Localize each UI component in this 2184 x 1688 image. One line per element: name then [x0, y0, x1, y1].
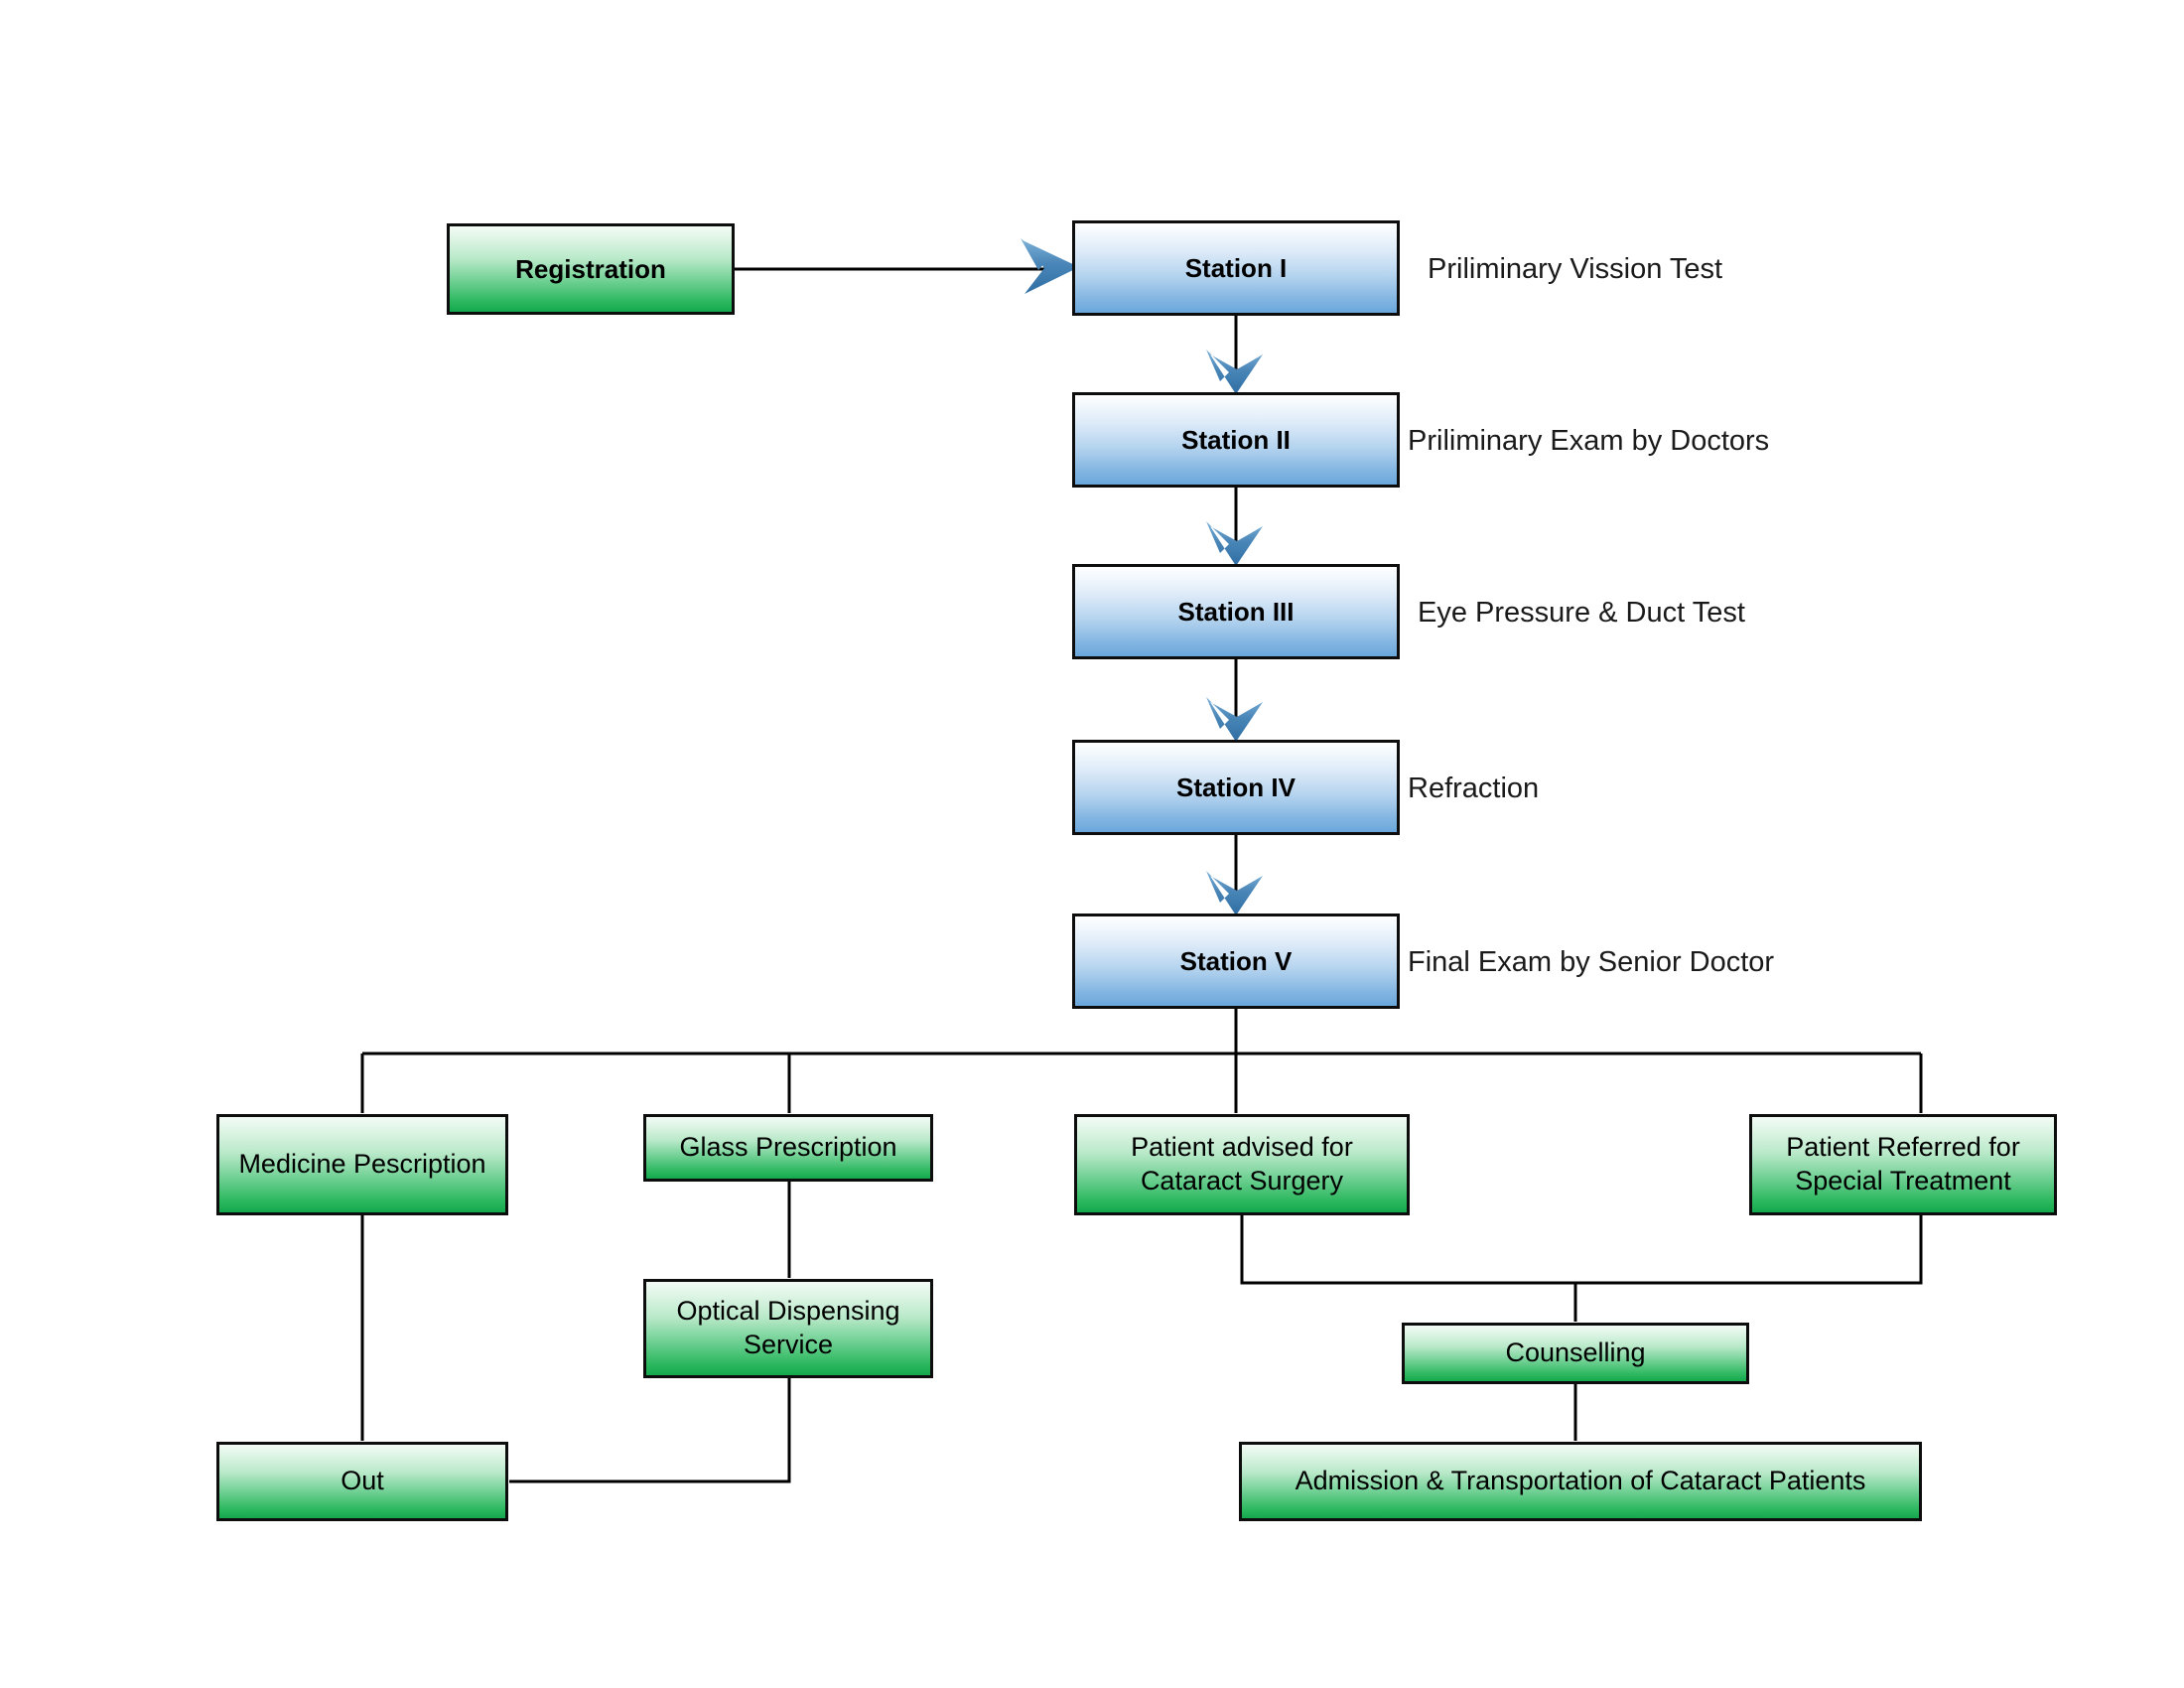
- node-cataract-surgery-advice[interactable]: Patient advised for Cataract Surgery: [1074, 1114, 1410, 1215]
- node-label: Patient advised for Cataract Surgery: [1131, 1132, 1353, 1196]
- node-label: Station V: [1179, 945, 1293, 976]
- node-label: Registration: [515, 253, 666, 284]
- side-label-station-4: Refraction: [1408, 773, 1540, 804]
- node-label: Glass Prescription: [679, 1132, 897, 1163]
- wire-merge-counselling: [1240, 1215, 1923, 1285]
- node-special-treatment-referral[interactable]: Patient Referred for Special Treatment: [1749, 1114, 2057, 1215]
- side-label-station-2: Priliminary Exam by Doctors: [1408, 425, 1770, 457]
- node-label: Medicine Pescription: [238, 1149, 486, 1180]
- node-admission-transportation[interactable]: Admission & Transportation of Cataract P…: [1239, 1442, 1922, 1521]
- arrowhead-registration-station1: [1021, 238, 1079, 294]
- node-station-1[interactable]: Station I: [1072, 220, 1400, 316]
- arrowhead-station4-station5: [1206, 871, 1263, 915]
- node-label: Station II: [1181, 424, 1291, 455]
- wire-optical-out: [509, 1378, 791, 1483]
- node-label: Patient Referred for Special Treatment: [1786, 1132, 2020, 1196]
- side-label-station-3: Eye Pressure & Duct Test: [1418, 597, 1745, 629]
- node-label: Admission & Transportation of Cataract P…: [1295, 1466, 1866, 1496]
- node-label: Station I: [1184, 252, 1288, 283]
- node-station-3[interactable]: Station III: [1072, 564, 1400, 659]
- arrowhead-station3-station4: [1206, 697, 1263, 742]
- node-out[interactable]: Out: [216, 1442, 508, 1521]
- node-glass-prescription[interactable]: Glass Prescription: [643, 1114, 933, 1182]
- node-label: Optical Dispensing Service: [676, 1296, 900, 1359]
- arrowhead-station1-station2: [1206, 350, 1263, 394]
- node-station-2[interactable]: Station II: [1072, 392, 1400, 488]
- node-station-5[interactable]: Station V: [1072, 914, 1400, 1009]
- node-label: Station III: [1177, 596, 1295, 627]
- node-station-4[interactable]: Station IV: [1072, 740, 1400, 835]
- node-registration[interactable]: Registration: [447, 223, 735, 315]
- side-label-station-1: Priliminary Vission Test: [1428, 253, 1723, 285]
- node-medicine-prescription[interactable]: Medicine Pescription: [216, 1114, 508, 1215]
- node-label: Counselling: [1505, 1337, 1646, 1368]
- node-counselling[interactable]: Counselling: [1402, 1323, 1749, 1384]
- node-label: Station IV: [1176, 772, 1296, 802]
- side-label-station-5: Final Exam by Senior Doctor: [1408, 946, 1775, 978]
- node-optical-dispensing-service[interactable]: Optical Dispensing Service: [643, 1279, 933, 1378]
- arrowhead-station2-station3: [1206, 521, 1263, 566]
- node-label: Out: [341, 1466, 384, 1496]
